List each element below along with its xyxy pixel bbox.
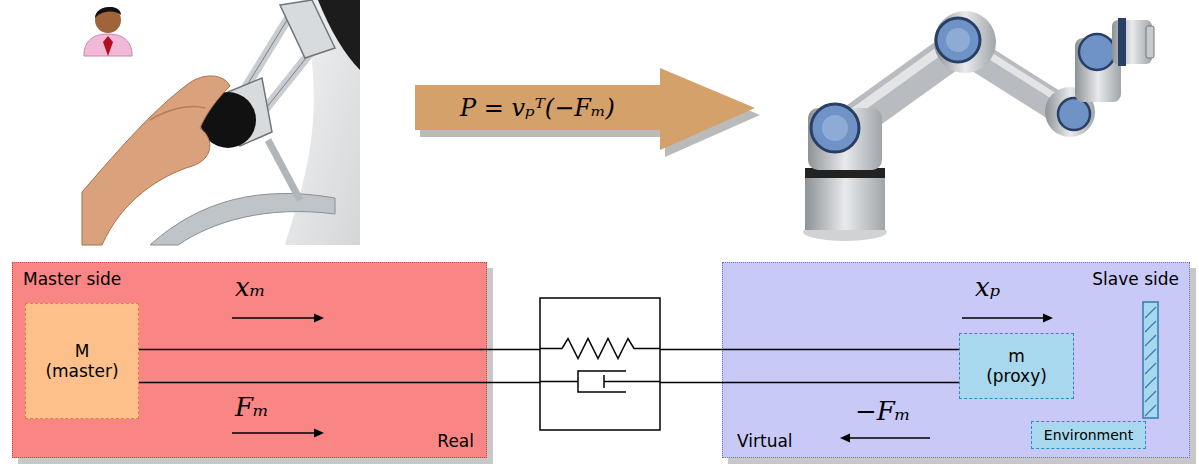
panel-label: Slave side — [1092, 269, 1179, 289]
robot-arm — [803, 11, 1154, 241]
proxy-box: m (proxy) — [959, 333, 1074, 399]
signal-label: xₘ — [235, 272, 266, 302]
power-flow-arrow: P = vₚᵀ(−Fₘ) — [415, 68, 760, 158]
signal-label: −Fₘ — [855, 396, 911, 426]
panel-label: Master side — [23, 269, 121, 289]
panel-label: Real — [437, 431, 474, 451]
panel-label: Virtual — [737, 431, 793, 451]
node-label: Environment — [1044, 427, 1133, 444]
node-label: M (master) — [42, 341, 122, 382]
wall-symbol — [1143, 302, 1158, 418]
signal-label: Fₘ — [235, 392, 269, 422]
signal-label: xₚ — [975, 272, 1000, 302]
haptic-device-photo — [82, 0, 360, 245]
node-label: m (proxy) — [977, 346, 1057, 387]
spring-damper-symbol — [540, 298, 660, 430]
environment-box: Environment — [1031, 421, 1146, 449]
master-box: M (master) — [25, 303, 139, 419]
person-icon — [84, 7, 132, 56]
slave-side-panel: Slave sideVirtual m (proxy) Environment — [722, 262, 1190, 458]
node-label: P = vₚᵀ(−Fₘ) — [415, 85, 660, 130]
